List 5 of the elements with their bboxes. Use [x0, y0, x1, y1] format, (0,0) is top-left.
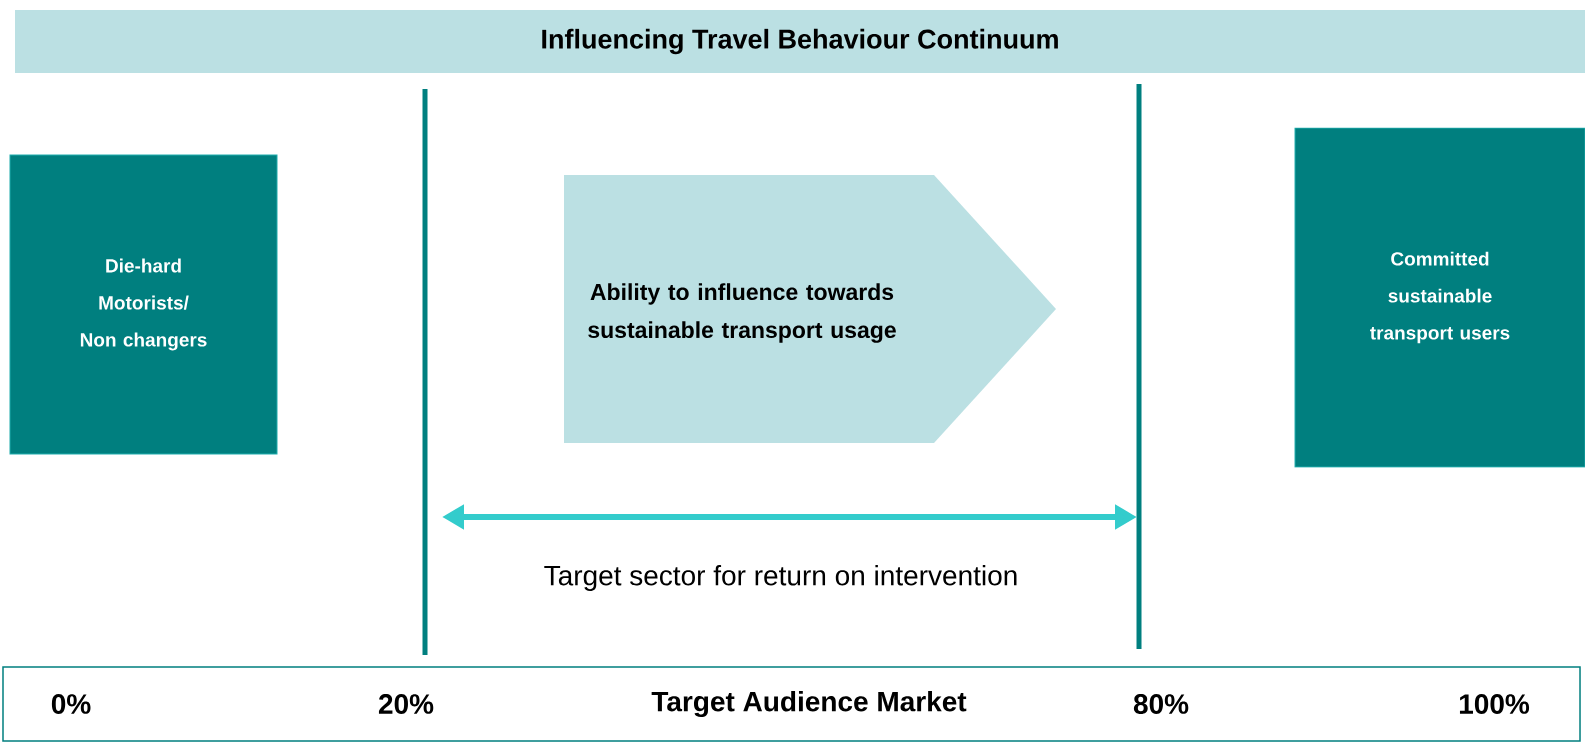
title-band: Influencing Travel Behaviour Continuum: [15, 10, 1585, 73]
category-box: Committed sustainable transport users: [1294, 127, 1585, 468]
scale-bar: 0% 20% Target Audience Market 80% 100%: [2, 666, 1581, 742]
category-box: Die-hard Motorists/ Non changers: [9, 154, 278, 455]
caption-text: Target sector for return on intervention: [544, 564, 1017, 592]
